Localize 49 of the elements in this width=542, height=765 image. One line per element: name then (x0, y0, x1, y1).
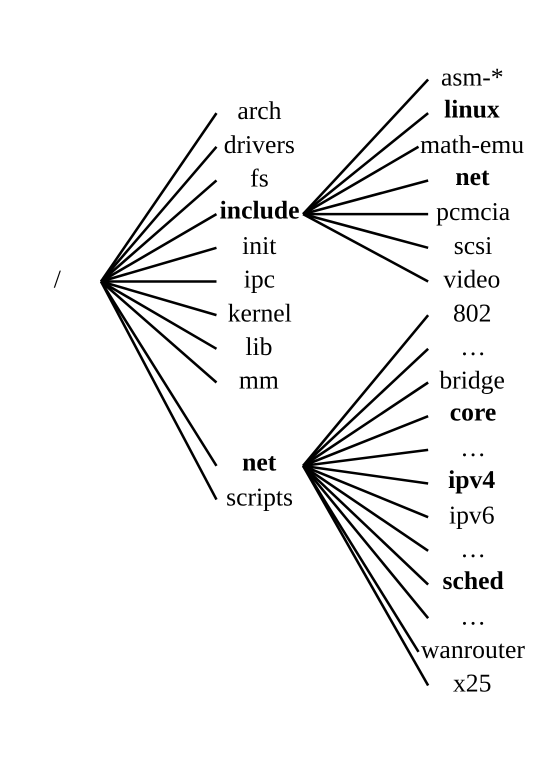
node-text: asm-* (440, 62, 504, 92)
node-text: lib (245, 332, 272, 361)
connector (302, 465, 420, 653)
connector (302, 314, 430, 467)
node-text: drivers (224, 130, 295, 159)
node-text: kernel (228, 298, 292, 328)
connector (302, 112, 429, 216)
node-text: fs (250, 164, 269, 193)
connector (100, 146, 218, 282)
node-text: net (455, 162, 490, 191)
connector (100, 213, 218, 283)
connector (302, 381, 429, 467)
node-text: wanrouter (420, 634, 525, 664)
connector (302, 78, 430, 216)
node-text: mm (238, 366, 279, 395)
node-text: 802 (452, 298, 492, 328)
node-text: init (242, 230, 276, 260)
node-text: core (450, 398, 496, 427)
connector (100, 280, 218, 384)
node-text: … (460, 432, 486, 462)
node-text: net (242, 447, 276, 476)
connector (100, 280, 218, 500)
node-text: … (460, 332, 486, 361)
node-text: video (443, 264, 500, 294)
node-text: / (54, 264, 61, 294)
node-text: math-emu (420, 130, 524, 159)
node-text: scripts (226, 482, 294, 512)
node-text: arch (237, 96, 282, 126)
connector (100, 280, 218, 467)
node-text: … (460, 601, 486, 630)
connector (302, 212, 428, 250)
connector (100, 180, 218, 282)
connector (302, 213, 429, 283)
node-text: ipv4 (448, 465, 496, 494)
node-text: include (220, 196, 300, 225)
node-text: x25 (452, 668, 492, 698)
node-text: ipc (244, 264, 276, 294)
connector (100, 112, 218, 282)
node-text: bridge (439, 366, 505, 395)
connector (302, 465, 430, 686)
node-text: ipv6 (448, 500, 495, 530)
node-text: … (460, 534, 486, 563)
node-text: sched (442, 566, 504, 596)
node-text: linux (444, 94, 500, 124)
node-text: scsi (454, 230, 492, 260)
connector (302, 348, 430, 467)
connector (302, 146, 420, 216)
connector (302, 465, 430, 620)
node-text: pcmcia (436, 197, 510, 226)
